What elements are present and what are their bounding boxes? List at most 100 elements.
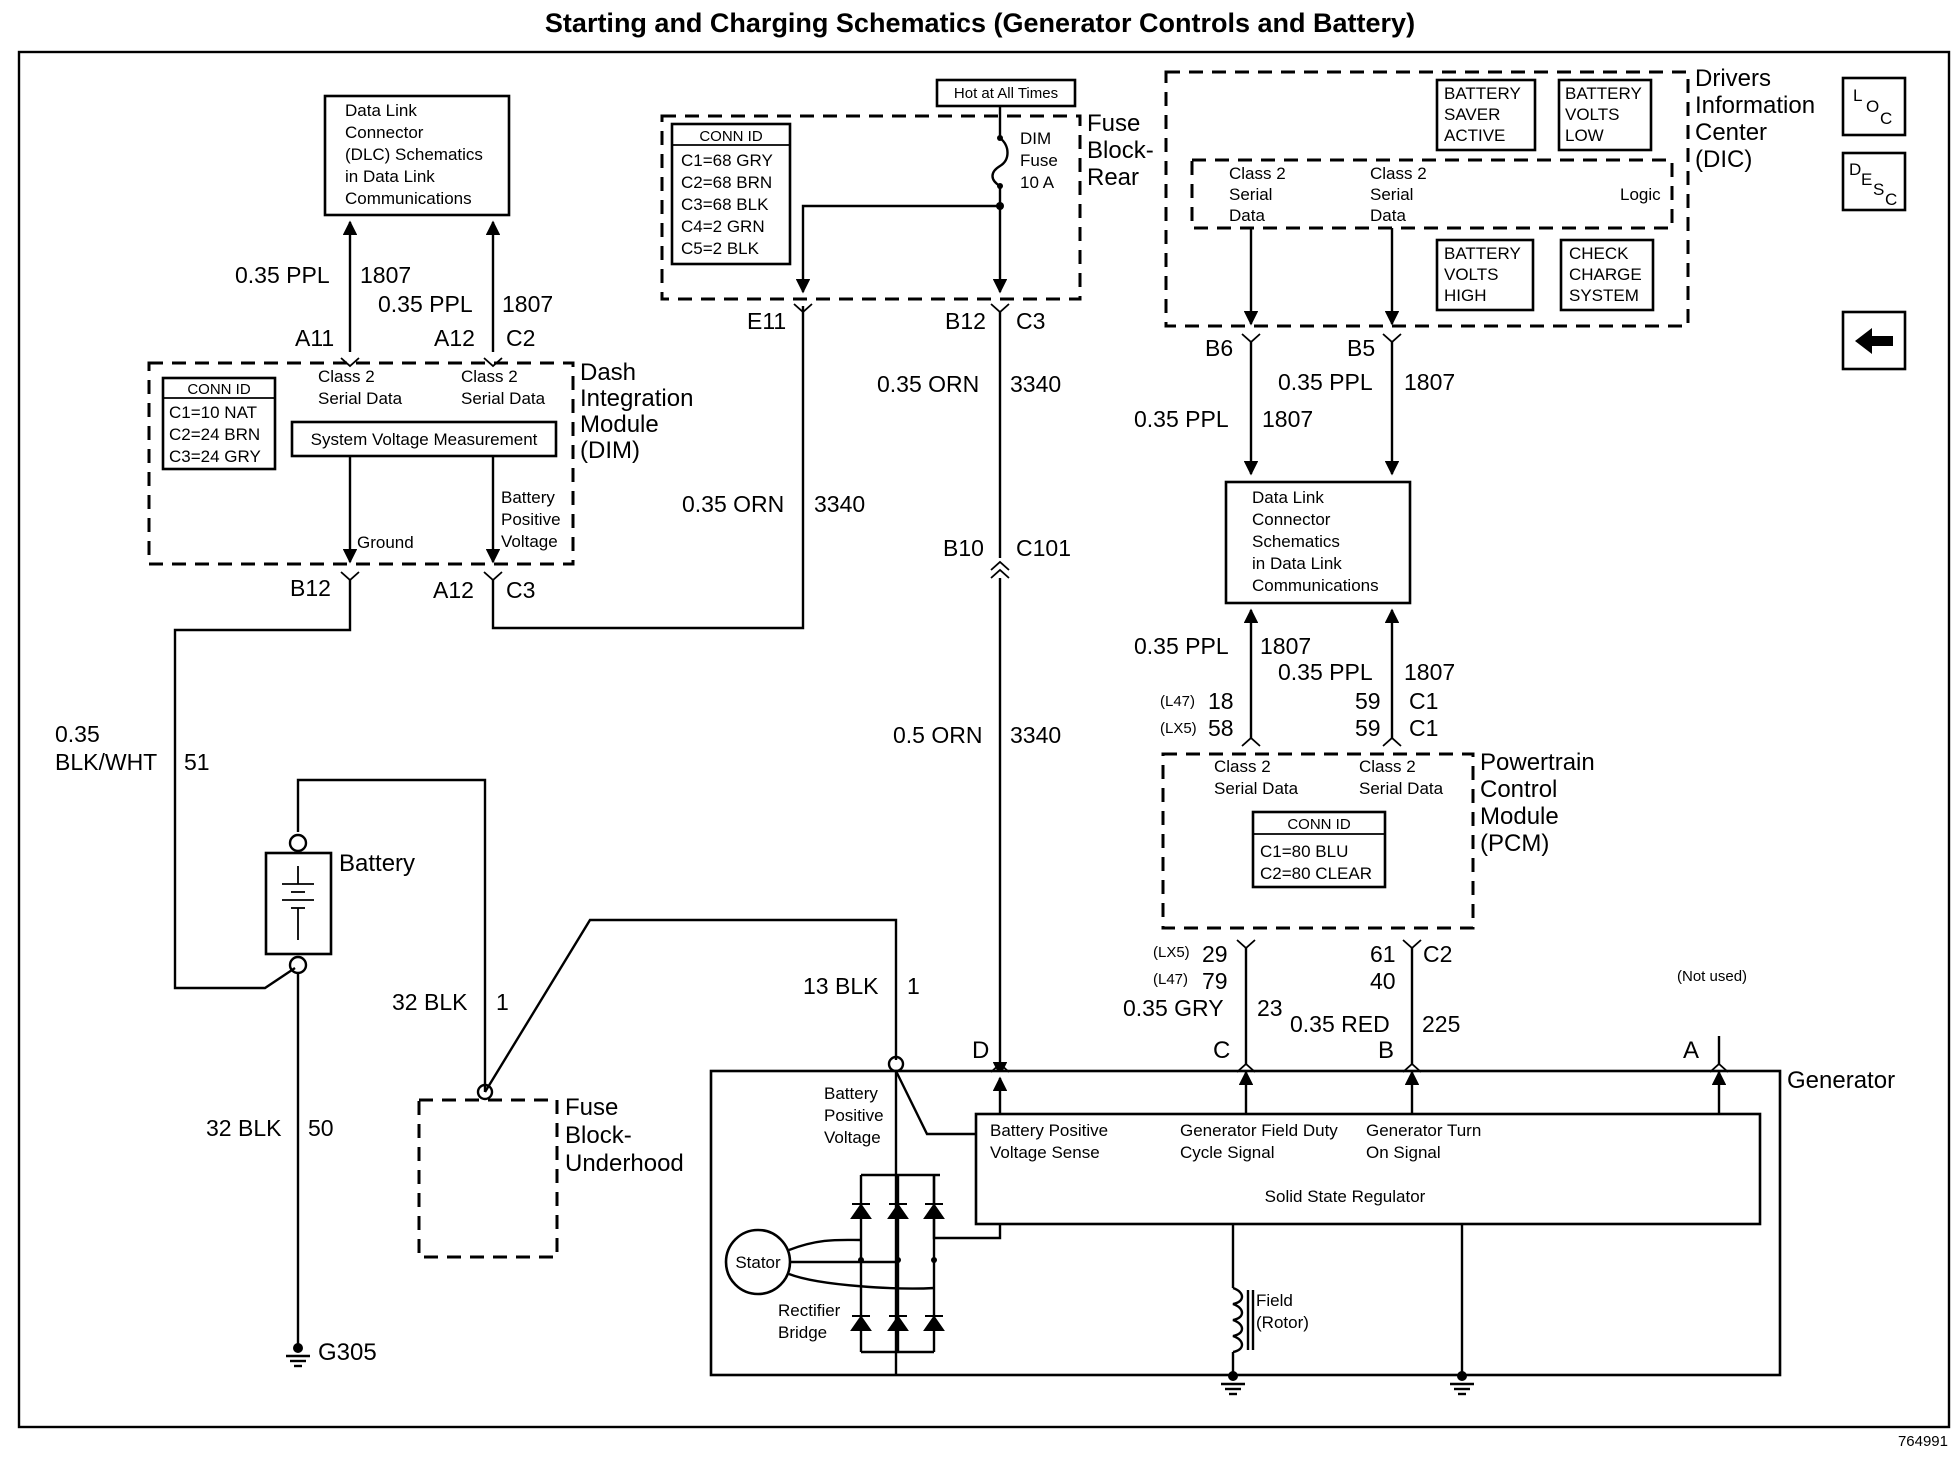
field-duty-label: Generator Field Duty Cycle Signal: [1180, 1121, 1343, 1162]
wire-label: 0.35 ORN: [682, 491, 784, 517]
dlc-mid-label: Data Link Connector Schematics in Data L…: [1252, 488, 1379, 595]
pin-label: 29: [1202, 941, 1228, 967]
dic-logic-box: [1190, 158, 1674, 230]
wire-label: 50: [308, 1115, 334, 1141]
battery-positive-label: Battery Positive Voltage: [824, 1084, 888, 1147]
voltage-measurement-label: System Voltage Measurement: [311, 430, 538, 449]
wire-label: 1: [907, 973, 920, 999]
wire-label: 0.35 PPL: [235, 262, 330, 288]
svg-text:C: C: [1880, 109, 1892, 128]
wire-label: 0.5 ORN: [893, 722, 982, 748]
connector-label: C2: [1423, 941, 1452, 967]
option-tag: (L47): [1153, 971, 1188, 988]
check-charge-indicator: [1559, 238, 1655, 312]
fuse-block-underhood-name: Fuse Block- Underhood: [565, 1094, 684, 1177]
conn-id-header: CONN ID: [187, 381, 251, 398]
hot-at-all-times-label: Hot at All Times: [954, 85, 1058, 102]
dim-name: Dash Integration Module (DIM): [580, 359, 700, 464]
wire-label: 1807: [1404, 369, 1455, 395]
diagram-title: Starting and Charging Schematics (Genera…: [545, 8, 1415, 38]
wire-label: 225: [1422, 1011, 1460, 1037]
wire-label: 0.35 PPL: [1134, 406, 1229, 432]
wire-label: 3340: [1010, 371, 1061, 397]
conn-id-header: CONN ID: [699, 128, 763, 145]
battery-volts-low-indicator: [1557, 78, 1653, 152]
figure-number: 764991: [1898, 1433, 1948, 1450]
connector-label: C1: [1409, 715, 1438, 741]
fuse-block-rear-name: Fuse Block- Rear: [1087, 110, 1160, 191]
wire-label: 1807: [1260, 633, 1311, 659]
pin-label: B12: [945, 308, 986, 334]
wire-label: 0.35 GRY: [1123, 995, 1224, 1021]
pin-label: C3: [506, 577, 535, 603]
option-tag: (L47): [1160, 693, 1195, 710]
serial-data-label: Class 2 Serial Data: [1214, 757, 1299, 798]
pin-label: 18: [1208, 688, 1234, 714]
option-tag: (LX5): [1160, 720, 1197, 737]
battery-volts-high-indicator: [1435, 238, 1535, 312]
loc-button[interactable]: LOC: [1841, 76, 1907, 137]
logic-label: Logic: [1620, 185, 1661, 204]
wire-label: 1807: [1404, 659, 1455, 685]
pin-label: B12: [290, 575, 331, 601]
wire-label: 13 BLK: [803, 973, 879, 999]
wire-label: 3340: [1010, 722, 1061, 748]
pin-label: A12: [434, 325, 475, 351]
generator-pin-a: A: [1683, 1037, 1699, 1064]
wire-label: 3340: [814, 491, 865, 517]
pin-label: 58: [1208, 715, 1234, 741]
wire-label: 0.35 PPL: [378, 291, 473, 317]
wire-label: 23: [1257, 995, 1283, 1021]
wire-label: 1807: [360, 262, 411, 288]
pin-label: 40: [1370, 968, 1396, 994]
not-used-label: (Not used): [1677, 968, 1747, 985]
svg-text:S: S: [1873, 180, 1884, 199]
wire-label: 32 BLK: [206, 1115, 282, 1141]
bpv-sense-label: Battery Positive Voltage Sense: [990, 1121, 1113, 1162]
conn-id-list: C1=80 BLU C2=80 CLEAR: [1260, 842, 1372, 883]
connector-label: C101: [1016, 535, 1071, 561]
pin-label: C2: [506, 325, 535, 351]
rectifier-label: Rectifier Bridge: [778, 1301, 845, 1342]
dlc-top-box: [323, 94, 511, 217]
wire-label: 0.35 ORN: [877, 371, 979, 397]
ground-label: Ground: [357, 533, 414, 552]
battery-label: Battery: [339, 850, 415, 877]
pin-label: B10: [943, 535, 984, 561]
ground-g305-label: G305: [318, 1339, 377, 1366]
wire-label: BLK/WHT: [55, 749, 157, 775]
conn-id-list: C1=68 GRY C2=68 BRN C3=68 BLK C4=2 GRN C…: [681, 151, 777, 258]
fuse-block-rear-conn-id-table: [670, 122, 792, 266]
wire-label: 0.35 PPL: [1134, 633, 1229, 659]
check-charge-label: CHECK CHARGE SYSTEM: [1569, 244, 1646, 305]
dic-name: Drivers Information Center (DIC): [1695, 65, 1822, 173]
ground-icon: [286, 1343, 310, 1368]
generator-pin-b: B: [1378, 1037, 1394, 1064]
back-button[interactable]: [1841, 310, 1907, 371]
dic-module: [1164, 70, 1690, 328]
battery-saver-label: BATTERY SAVER ACTIVE: [1444, 84, 1525, 145]
hot-at-all-times-box: [935, 78, 1077, 108]
field-coil-icon: [1232, 1286, 1244, 1354]
wire-label: 0.35 RED: [1290, 1011, 1390, 1037]
pin-label: 59: [1355, 688, 1381, 714]
pin-label: 61: [1370, 941, 1396, 967]
pin-label: B6: [1205, 335, 1233, 361]
wire-label: 1: [496, 989, 509, 1015]
generator-pin-c: C: [1213, 1037, 1230, 1064]
pin-label: 79: [1202, 968, 1228, 994]
dim-fuse-label: DIM Fuse 10 A: [1020, 129, 1063, 192]
conn-id-header: CONN ID: [1287, 816, 1351, 833]
solid-state-regulator: [974, 1112, 1762, 1226]
battery-positive-label: Battery Positive Voltage: [501, 488, 565, 551]
pcm-name: Powertrain Control Module (PCM): [1480, 749, 1601, 857]
svg-text:L: L: [1853, 86, 1862, 105]
svg-text:E: E: [1861, 170, 1872, 189]
wire-label: 0.35 PPL: [1278, 369, 1373, 395]
wire-label: 51: [184, 749, 210, 775]
serial-data-label: Class 2 Serial Data: [1359, 757, 1444, 798]
pin-label: A11: [295, 325, 334, 351]
pcm-module: [1161, 752, 1475, 930]
